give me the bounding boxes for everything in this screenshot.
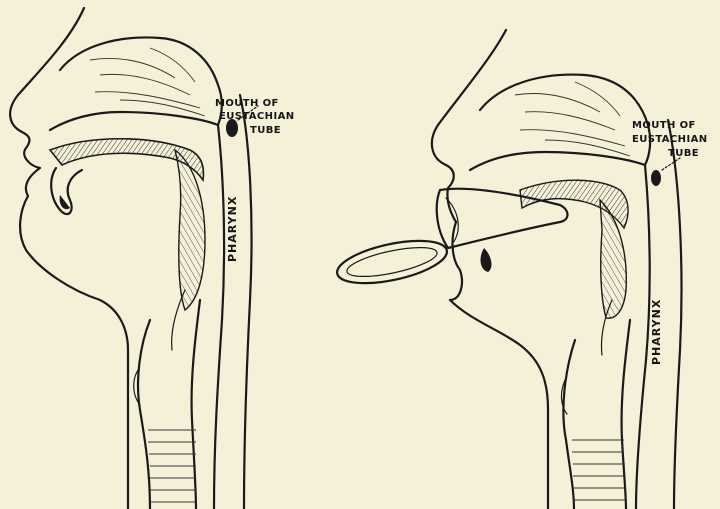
right-label-line3: TUBE xyxy=(668,148,699,159)
left-pharynx-back xyxy=(240,95,252,509)
mirror-handle-ring-inner xyxy=(345,242,440,283)
left-pharynx-front xyxy=(214,125,224,509)
left-label-line1: MOUTH OF xyxy=(215,98,279,109)
left-nasal-cavity xyxy=(50,37,222,130)
right-label-line2: EUSTACHIAN xyxy=(632,134,707,145)
left-label-line3: TUBE xyxy=(250,125,281,136)
right-eustachian-opening xyxy=(651,170,661,186)
left-pharynx-label: PHARYNX xyxy=(226,196,239,262)
right-pharynx-front xyxy=(636,165,650,509)
right-turbinates xyxy=(515,82,630,156)
right-nasal-cavity xyxy=(470,75,650,170)
right-uvula xyxy=(481,248,492,272)
right-larynx xyxy=(563,320,630,509)
left-turbinates xyxy=(90,48,205,116)
left-head-section: MOUTH OF EUSTACHIAN TUBE PHARYNX xyxy=(10,8,294,509)
right-lower-jaw xyxy=(450,222,462,300)
right-label-line1: MOUTH OF xyxy=(632,120,696,131)
left-label-line2: EUSTACHIAN xyxy=(219,111,294,122)
left-trachea-rings xyxy=(148,430,196,502)
right-pharynx-back xyxy=(668,120,682,509)
left-face-profile xyxy=(10,8,128,509)
right-pharynx-label: PHARYNX xyxy=(650,299,663,365)
right-label-leader xyxy=(662,158,680,170)
mirror-handle-ring-outer xyxy=(333,233,450,291)
right-trachea-rings xyxy=(572,440,626,500)
right-head-section: MOUTH OF EUSTACHIAN TUBE PHARYNX xyxy=(333,30,707,509)
